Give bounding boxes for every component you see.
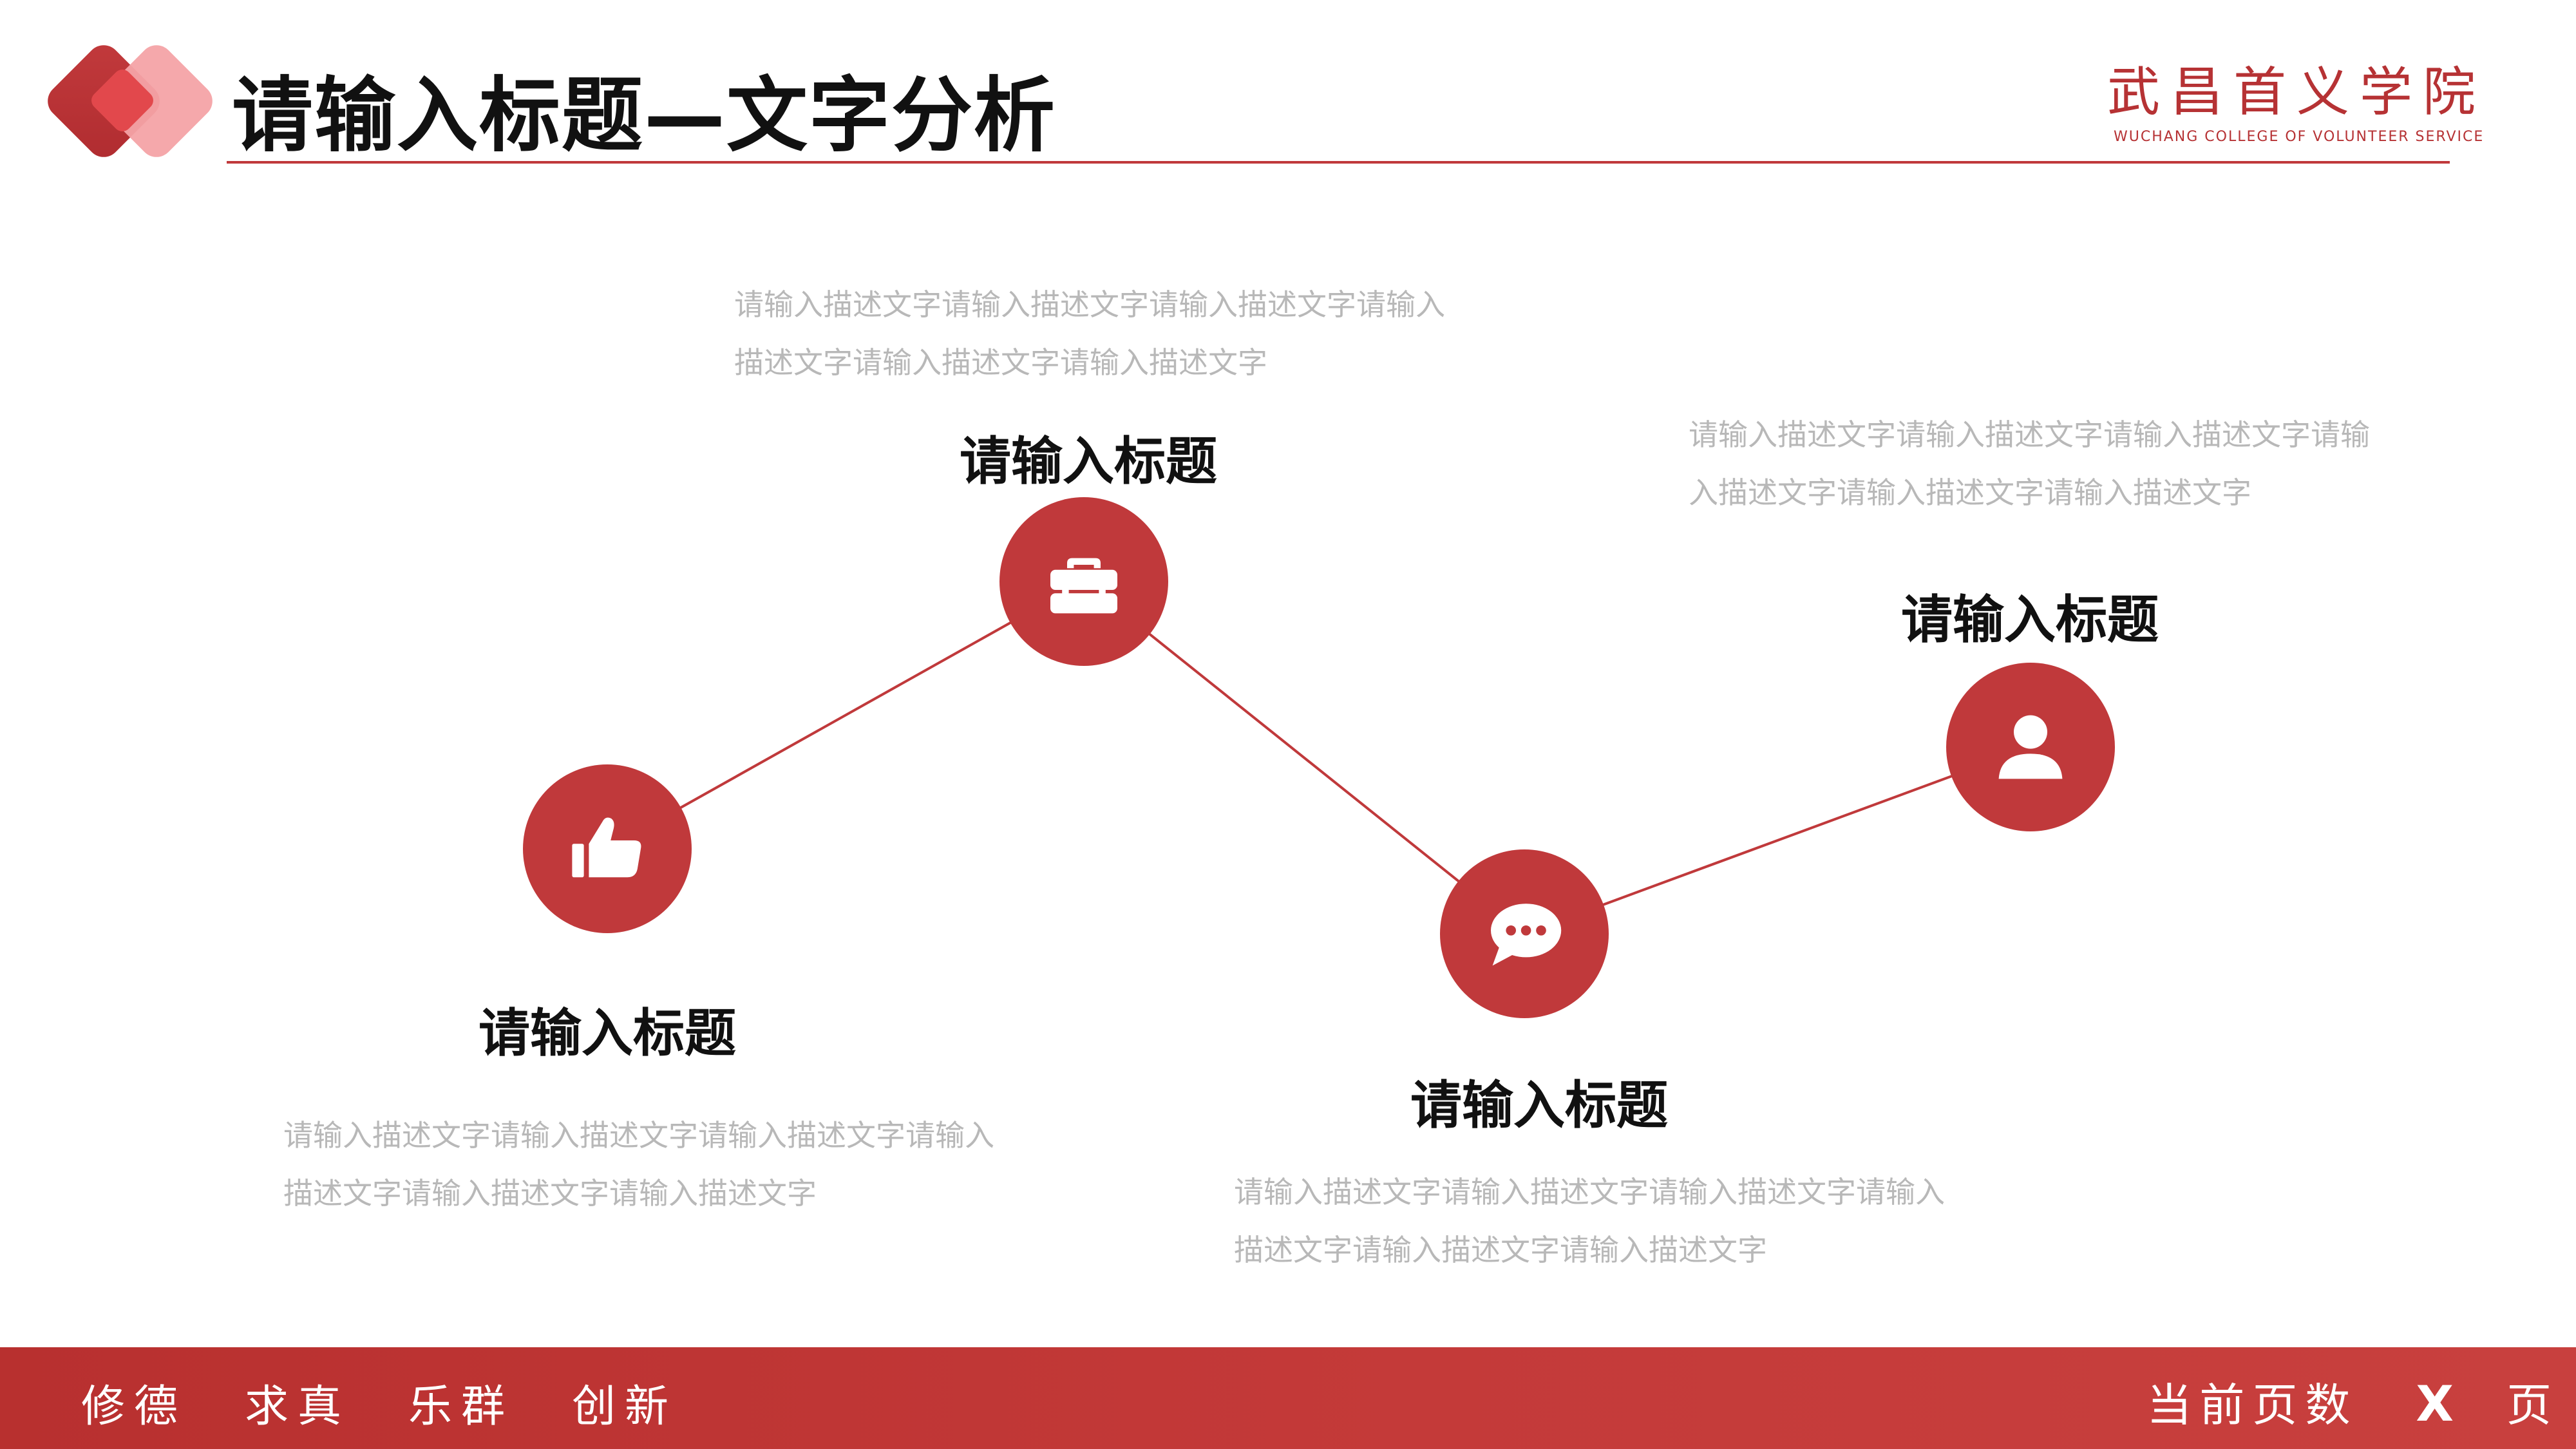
footer-bar: [0, 1347, 2576, 1449]
page-prefix: 当前页数: [2146, 1379, 2358, 1432]
node-briefcase[interactable]: [999, 497, 1168, 666]
node-user[interactable]: [1946, 663, 2115, 831]
node-description: 请输入描述文字请输入描述文字请输入描述文字请输入描述文字请输入描述文字请输入描述…: [734, 287, 1445, 380]
page-title: 请输入标题—文字分析: [232, 68, 1056, 163]
user-icon: [1998, 715, 2063, 779]
motto-item: 乐群: [408, 1381, 515, 1432]
node-title: 请输入标题: [1410, 1075, 1668, 1135]
motto-item: 修德: [81, 1381, 187, 1432]
connector-line: [1524, 746, 2031, 935]
node-description: 请输入描述文字请输入描述文字请输入描述文字请输入描述文字请输入描述文字请输入描述…: [1234, 1175, 1945, 1267]
node-thumbs-up[interactable]: [523, 764, 692, 933]
page-suffix: 页: [2506, 1379, 2559, 1432]
college-name: 武昌首义学院: [2107, 62, 2486, 123]
motto-item: 求真: [245, 1381, 351, 1432]
college-name-english: WUCHANG COLLEGE OF VOLUNTEER SERVICE: [2114, 129, 2485, 145]
diamond-logo-icon: [48, 45, 213, 157]
connector-line: [1083, 580, 1526, 935]
page-number: X: [2416, 1375, 2461, 1432]
connector-line: [607, 580, 1084, 850]
node-chat[interactable]: [1440, 849, 1609, 1018]
node-description: 请输入描述文字请输入描述文字请输入描述文字请输入描述文字请输入描述文字请输入描述…: [283, 1118, 994, 1211]
node-title: 请输入标题: [960, 431, 1217, 491]
briefcase-icon: [1050, 558, 1117, 614]
header-divider: [227, 161, 2450, 164]
node-title: 请输入标题: [1901, 590, 2159, 650]
chat-bubble-icon: [1491, 904, 1562, 966]
thumbs-up-icon: [572, 817, 641, 878]
node-title: 请输入标题: [478, 1003, 736, 1063]
node-description: 请输入描述文字请输入描述文字请输入描述文字请输入描述文字请输入描述文字请输入描述…: [1689, 417, 2370, 510]
footer-motto: 修德 求真 乐群 创新: [81, 1370, 735, 1434]
motto-item: 创新: [572, 1381, 678, 1432]
